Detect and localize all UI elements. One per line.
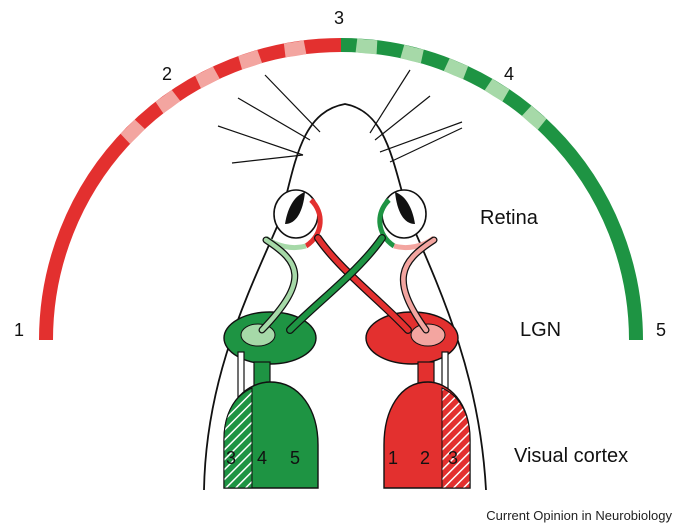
- arc-segment-green-light-4: [489, 85, 506, 96]
- arc-segment-red-light-4: [240, 56, 260, 62]
- left-cortex-number-4: 4: [257, 448, 267, 468]
- arc-segment-green-light-2: [402, 51, 422, 56]
- visual-field-numbers: 1 2 3 4 5: [14, 8, 666, 340]
- arc-segment-green-light-3: [447, 65, 466, 73]
- right-eye: [380, 190, 434, 248]
- left-cortex-number-5: 5: [290, 448, 300, 468]
- visual-cortex-label: Visual cortex: [514, 445, 628, 467]
- left-lgn-ipsilateral-layer: [241, 324, 275, 346]
- field-number-2: 2: [162, 64, 172, 84]
- right-cortex-number-3: 3: [448, 448, 458, 468]
- lgn-label: LGN: [520, 319, 561, 341]
- field-number-1: 1: [14, 320, 24, 340]
- left-eye: [266, 190, 320, 248]
- field-number-5: 5: [656, 320, 666, 340]
- right-cortex-number-2: 2: [420, 448, 430, 468]
- retina-label: Retina: [480, 207, 539, 229]
- arc-segment-green-light-1: [356, 45, 377, 47]
- right-cortex-number-1: 1: [388, 448, 398, 468]
- left-cortex-number-3: 3: [226, 448, 236, 468]
- field-number-4: 4: [504, 64, 514, 84]
- whiskers: [218, 70, 462, 163]
- left-visual-cortex: [224, 352, 318, 488]
- arc-segment-red-light-5: [285, 47, 305, 50]
- visual-field-arc: [46, 45, 636, 340]
- arc-segment-red-light-1: [125, 124, 140, 139]
- arc-segment-red-light-3: [198, 73, 216, 82]
- field-number-3: 3: [334, 8, 344, 28]
- journal-credit: Current Opinion in Neurobiology: [486, 508, 672, 523]
